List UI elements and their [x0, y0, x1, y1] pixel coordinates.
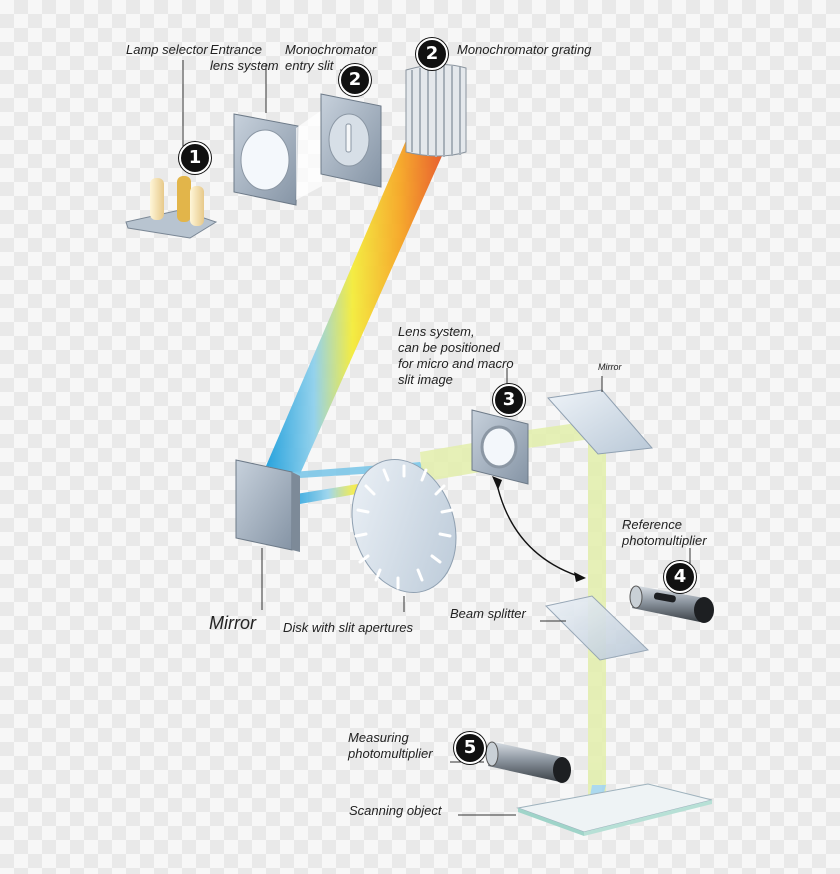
label-reference-pm: Reference photomultiplier — [622, 517, 707, 548]
scanning-object-drawing — [458, 783, 713, 836]
label-mirror-bottom: Mirror — [209, 613, 256, 633]
mirror-lower-drawing — [235, 459, 300, 610]
label-lamp-selector: Lamp selector — [126, 42, 208, 57]
badge-2-entry-slit: 2 — [339, 64, 371, 96]
mirror-upper-drawing — [547, 376, 653, 455]
entrance-lens-drawing — [233, 64, 322, 206]
label-scanning-object: Scanning object — [349, 803, 442, 818]
label-beam-splitter: Beam splitter — [450, 606, 526, 621]
label-entrance-lens: Entrance lens system — [210, 42, 279, 73]
slit-disk-drawing — [351, 459, 457, 612]
beam-splitter-drawing — [540, 595, 650, 661]
label-lens-system: Lens system, can be positioned for micro… — [398, 324, 514, 387]
label-mono-entry-slit: Monochromator entry slit — [285, 42, 377, 73]
badge-4-reference: 4 — [664, 561, 696, 593]
label-disk: Disk with slit apertures — [283, 620, 414, 635]
grating-drawing — [405, 64, 467, 157]
badge-1-lamp: 1 — [179, 142, 211, 174]
label-measuring-pm: Measuring photomultiplier — [348, 730, 433, 761]
badge-5-measuring: 5 — [454, 732, 486, 764]
label-mono-grating: Monochromator grating — [457, 42, 592, 57]
entry-slit-drawing — [320, 69, 382, 188]
badge-3-lens: 3 — [493, 384, 525, 416]
lamp-selector-drawing — [125, 60, 218, 239]
badge-2-grating: 2 — [416, 38, 448, 70]
lens-system-drawing — [471, 368, 586, 582]
measuring-pm-drawing — [450, 741, 571, 783]
label-mirror-top: Mirror — [598, 362, 622, 372]
reference-pm-drawing — [629, 548, 714, 623]
